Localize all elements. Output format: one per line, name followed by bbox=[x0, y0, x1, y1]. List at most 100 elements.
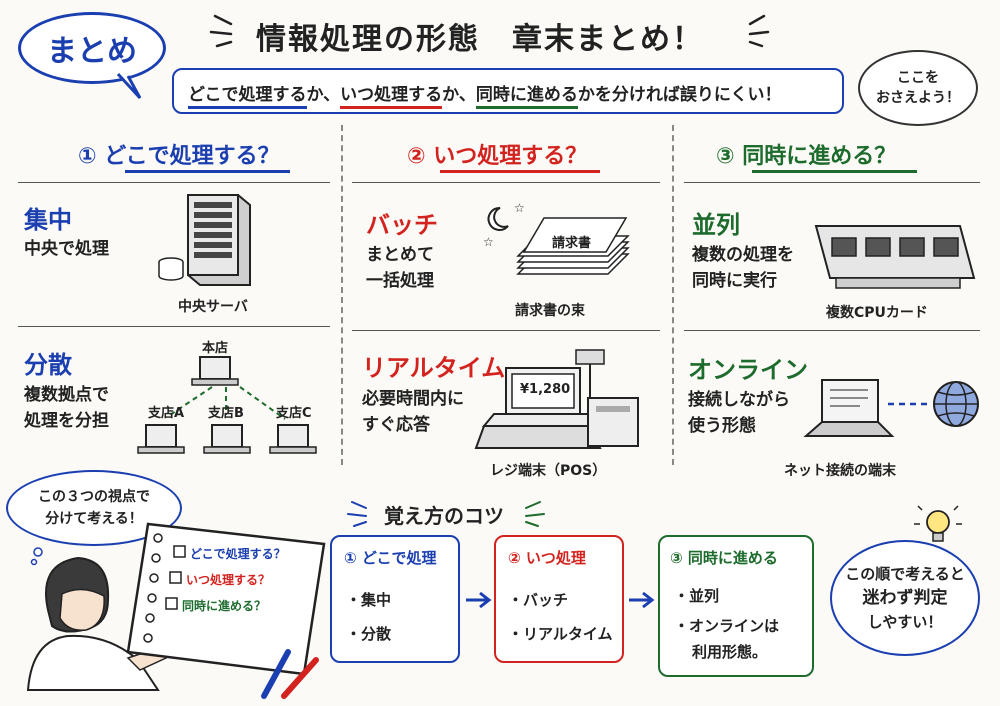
server-icon bbox=[158, 194, 251, 286]
invoice-stack-icon: ☆☆ bbox=[483, 201, 630, 275]
tip-concurrent-head: ③ 同時に進める bbox=[670, 549, 778, 567]
subtitle-concurrent: 同時に進める bbox=[475, 85, 578, 109]
column-divider-1 bbox=[341, 125, 343, 465]
col1-header-underline bbox=[125, 170, 290, 173]
tip-box-concurrent: ③ 同時に進める ・並列 ・オンラインは 利用形態。 bbox=[658, 535, 814, 677]
invoice-doc-label: 請求書 bbox=[552, 236, 592, 251]
notebook-item-1: どこで処理する？ bbox=[190, 547, 286, 561]
realtime-line1: 必要時間内に bbox=[362, 389, 464, 409]
subtitle-where: どこで処理する bbox=[188, 85, 307, 109]
tips-accent-left bbox=[347, 501, 367, 527]
distributed-title: 分散 bbox=[24, 351, 72, 379]
parallel-line2: 同時に実行 bbox=[692, 271, 777, 291]
pos-screen-value: ¥1,280 bbox=[520, 382, 571, 397]
node-a-label: 支店A bbox=[148, 406, 185, 421]
col2-header: ② いつ処理する？ bbox=[407, 144, 588, 169]
moon-icon bbox=[487, 206, 509, 231]
col3-header-underline bbox=[752, 170, 917, 173]
tip-where-head: ① どこで処理 bbox=[344, 549, 437, 567]
globe-icon bbox=[933, 381, 979, 427]
subtitle-sep2: か、 bbox=[442, 85, 476, 105]
node-hq-label: 本店 bbox=[202, 341, 229, 356]
note-bottom-line2: 迷わず判定 bbox=[862, 588, 948, 608]
invoice-caption: 請求書の束 bbox=[515, 303, 585, 319]
tip-where-item1: ・集中 bbox=[346, 591, 392, 609]
tip-concurrent-item1: ・並列 bbox=[674, 587, 720, 605]
note-top-bubble: ここを おさえよう！ bbox=[858, 50, 978, 126]
tip-when-head: ② いつ処理 bbox=[508, 549, 586, 567]
network-diagram bbox=[137, 356, 317, 454]
tip-where-item2: ・分散 bbox=[346, 625, 392, 643]
page-title: 情報処理の形態 章末まとめ！ bbox=[256, 22, 704, 57]
speech-line2: 分けて考える！ bbox=[45, 511, 143, 527]
summary-badge-label: まとめ bbox=[47, 34, 137, 69]
online-title: オンライン bbox=[688, 356, 808, 384]
arrow-2-icon bbox=[629, 591, 655, 609]
divider-c2-mid bbox=[352, 330, 660, 331]
pos-caption: レジ端末（POS） bbox=[490, 463, 607, 479]
note-bottom-bubble: この順で考えると 迷わず判定 しやすい！ bbox=[830, 540, 980, 656]
summary-badge: まとめ bbox=[18, 12, 166, 84]
svg-text:☆: ☆ bbox=[483, 235, 494, 249]
subtitle-banner: どこで処理するか、いつ処理するか、同時に進めるかを分ければ誤りにくい！ bbox=[172, 68, 844, 114]
note-top-line1: ここを bbox=[897, 70, 939, 86]
parallel-line1: 複数の処理を bbox=[692, 245, 794, 265]
subtitle-end: かを分ければ誤りにくい！ bbox=[577, 85, 782, 105]
subtitle-sep1: か、 bbox=[306, 85, 341, 105]
student-figure bbox=[26, 556, 168, 691]
laptop-icon-hq bbox=[191, 356, 239, 386]
tips-title: 覚え方のコツ bbox=[384, 504, 504, 528]
batch-title: バッチ bbox=[366, 211, 438, 239]
pens bbox=[261, 649, 319, 699]
pos-terminal-icon bbox=[474, 349, 639, 449]
tip-box-when: ② いつ処理 ・バッチ ・リアルタイム bbox=[494, 535, 624, 663]
svg-text:☆: ☆ bbox=[514, 201, 525, 215]
note-bottom-line1: この順で考えると bbox=[845, 565, 965, 583]
tip-concurrent-item2: ・オンラインは bbox=[674, 617, 780, 635]
tips-accent-right bbox=[525, 501, 545, 527]
notebook-item-3: 同時に進める？ bbox=[182, 599, 267, 613]
centralized-title: 集中 bbox=[24, 206, 72, 234]
divider-c1-mid bbox=[18, 326, 330, 327]
distributed-line1: 複数拠点で bbox=[24, 385, 109, 405]
distributed-line2: 処理を分担 bbox=[24, 411, 109, 431]
centralized-desc: 中央で処理 bbox=[24, 239, 109, 259]
cpu-card-icon bbox=[814, 225, 976, 289]
col2-header-underline bbox=[440, 170, 600, 173]
batch-line1: まとめて bbox=[366, 245, 434, 265]
divider-c2-top bbox=[352, 182, 660, 183]
badge-tail bbox=[116, 72, 142, 100]
title-accent-right bbox=[748, 14, 770, 48]
server-caption: 中央サーバ bbox=[178, 299, 248, 315]
tip-when-item2: ・リアルタイム bbox=[508, 625, 613, 643]
batch-line2: 一括処理 bbox=[366, 271, 434, 291]
note-bottom-line3: しやすい！ bbox=[867, 613, 943, 631]
tip-when-item1: ・バッチ bbox=[508, 591, 569, 609]
node-b-label: 支店B bbox=[208, 406, 244, 421]
tip-concurrent-item3: 利用形態。 bbox=[692, 643, 768, 661]
online-caption: ネット接続の端末 bbox=[784, 463, 896, 479]
divider-c1-top bbox=[18, 182, 330, 183]
online-line1: 接続しながら bbox=[688, 390, 790, 410]
speech-line1: この３つの視点で bbox=[38, 489, 150, 505]
realtime-title: リアルタイム bbox=[362, 354, 506, 382]
title-accent-left bbox=[209, 14, 233, 48]
arrow-1-icon bbox=[466, 591, 492, 609]
speech-dots bbox=[30, 547, 43, 566]
column-divider-2 bbox=[672, 125, 674, 465]
divider-c3-top bbox=[684, 182, 980, 183]
online-line2: 使う形態 bbox=[688, 416, 756, 436]
col1-header: ① どこで処理する？ bbox=[78, 144, 280, 169]
cpu-card-caption: 複数CPUカード bbox=[826, 305, 928, 321]
tip-box-where: ① どこで処理 ・集中 ・分散 bbox=[330, 535, 460, 663]
lightbulb-icon bbox=[914, 505, 962, 542]
parallel-title: 並列 bbox=[692, 211, 740, 239]
note-top-line2: おさえよう！ bbox=[876, 90, 960, 106]
realtime-line2: すぐ応答 bbox=[362, 415, 430, 435]
divider-c3-mid bbox=[684, 330, 980, 331]
online-terminal-icon bbox=[803, 379, 979, 437]
node-c-label: 支店C bbox=[276, 406, 312, 421]
col3-header: ③ 同時に進める？ bbox=[716, 144, 897, 169]
notebook-item-2: いつ処理する？ bbox=[186, 573, 271, 587]
subtitle-when: いつ処理する bbox=[340, 85, 443, 109]
